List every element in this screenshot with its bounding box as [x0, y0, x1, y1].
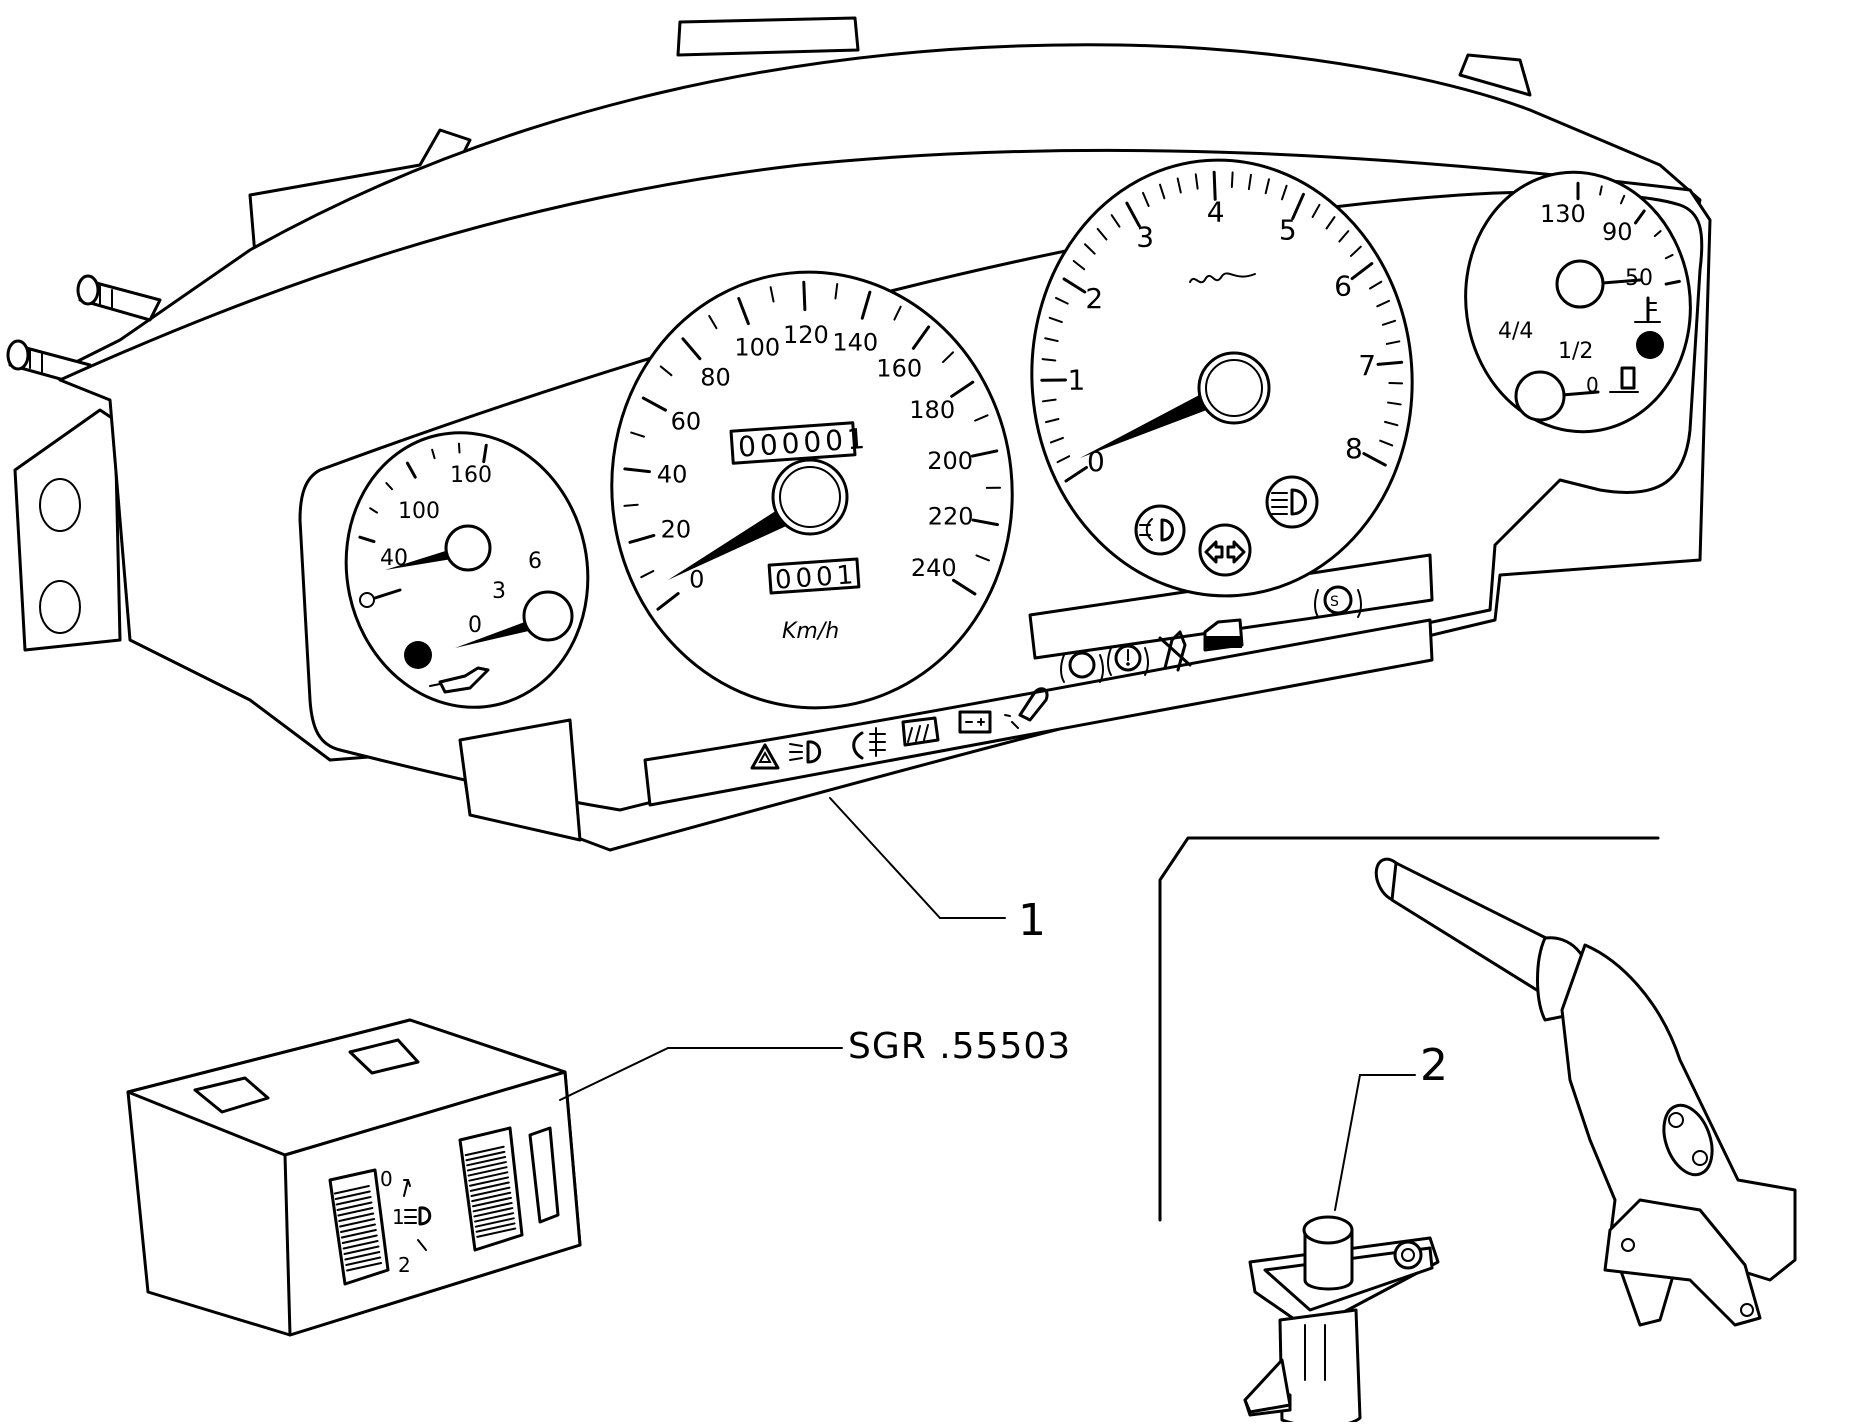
tachometer-label: 5 — [1279, 213, 1297, 246]
tachometer-label: 7 — [1358, 349, 1376, 382]
coolant-tick-50: 50 — [1625, 266, 1653, 291]
oil-temp-tick-100: 100 — [398, 499, 440, 524]
tachometer-label: 3 — [1136, 220, 1154, 253]
oil-warning-lamp — [404, 641, 432, 669]
tachometer-hub — [1199, 353, 1269, 423]
callout-2-leader — [1335, 1075, 1415, 1210]
fuel-tick-half: 1/2 — [1558, 339, 1593, 364]
speedometer-label: 140 — [832, 329, 878, 357]
handbrake-detail: 2 — [1160, 838, 1795, 1422]
speedometer-label: 240 — [911, 554, 957, 582]
oil-temp-tick-160: 160 — [450, 463, 492, 488]
coolant-hub — [1557, 261, 1603, 307]
tachometer-label: 4 — [1207, 196, 1225, 229]
tachometer-tick — [1378, 362, 1402, 364]
speedometer-label: 80 — [700, 363, 731, 391]
switch-position-1: 1 — [392, 1205, 405, 1229]
speedometer-label: 200 — [927, 447, 973, 475]
front-fog-icon — [1136, 506, 1184, 554]
tachometer-label: 1 — [1067, 364, 1085, 397]
callout-1: 1 — [1018, 895, 1046, 946]
oil-pressure-tick-0: 0 — [468, 613, 482, 638]
speedometer-tick — [624, 505, 637, 506]
top-tab-right — [1460, 55, 1530, 95]
coolant-tick-130: 130 — [1540, 200, 1586, 228]
oil-pressure-tick-3: 3 — [492, 579, 506, 604]
speedometer-label: 180 — [909, 396, 955, 424]
tachometer-label: 6 — [1334, 269, 1352, 302]
handbrake-switch — [1245, 1217, 1438, 1422]
tachometer-tick — [1232, 172, 1233, 187]
part-reference: SGR .55503 — [848, 1026, 1071, 1067]
panel-lower-box — [460, 720, 580, 840]
callout-2: 2 — [1420, 1040, 1448, 1091]
speedometer-tick — [804, 282, 805, 309]
ref-leader — [560, 1048, 842, 1100]
fuel-hub — [1516, 372, 1564, 420]
speedometer-hub — [773, 460, 847, 534]
high-beam-icon — [1267, 477, 1317, 527]
oil-gauge-tick — [459, 444, 460, 453]
speedometer-label: 60 — [671, 408, 702, 436]
light-switch-module: 0 1 2 SGR .55503 — [128, 1020, 1071, 1335]
callout-1-leader — [830, 798, 1005, 918]
tachometer-label: 2 — [1085, 282, 1103, 315]
tachometer-label: 8 — [1345, 432, 1363, 465]
mounting-stud-1 — [78, 276, 160, 320]
switch-position-2: 2 — [398, 1253, 411, 1277]
speedometer-label: 160 — [876, 355, 922, 383]
trip-value: 0001 — [774, 560, 858, 596]
fuel-tick-full: 4/4 — [1498, 319, 1533, 344]
fuel-warning-lamp — [1636, 331, 1664, 359]
switch-position-0: 0 — [380, 1167, 393, 1191]
speedometer-label: 40 — [657, 461, 688, 489]
coolant-tick-90: 90 — [1602, 218, 1633, 246]
tachometer-tick — [1043, 359, 1056, 360]
top-tab-center — [678, 18, 858, 55]
speedometer-label: 120 — [783, 321, 829, 349]
speedometer-label: 20 — [661, 516, 692, 544]
speedometer-label: 0 — [689, 566, 704, 594]
oil-temp-hub — [446, 526, 490, 570]
speedometer-label: 100 — [734, 333, 780, 361]
svg-text:S: S — [1330, 594, 1339, 610]
switch-body — [1280, 1310, 1360, 1422]
oil-pressure-hub — [524, 592, 572, 640]
speedometer-unit: Km/h — [782, 619, 839, 644]
instrument-panel: S 40 100 160 0 3 6 — [8, 18, 1710, 946]
speedometer-label: 220 — [928, 502, 974, 530]
oil-pressure-tick-6: 6 — [528, 549, 542, 574]
turn-signal-icon — [1200, 525, 1250, 575]
